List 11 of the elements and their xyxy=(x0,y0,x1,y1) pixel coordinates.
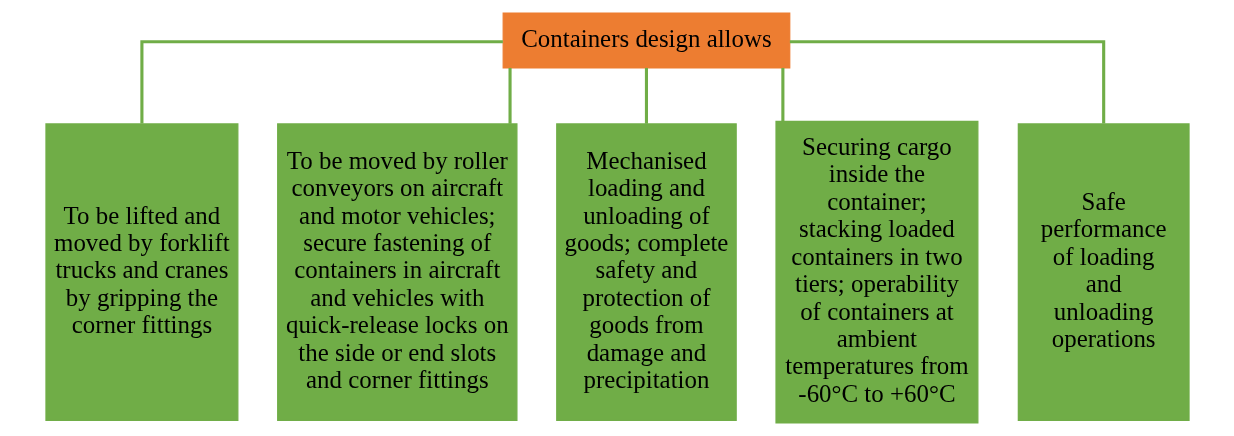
connector xyxy=(780,67,784,122)
node-box: To be moved by roller conveyors on aircraft and motor vehicles; secure fastening of containers in aircraft and vehicles with quick-release locks on the side or end slots and corner fittings xyxy=(276,123,518,422)
node-box: Securing cargo inside the container; stacking loaded containers in two tiers; operability of containers at ambient temperatures from -60°C to +60°C xyxy=(774,120,978,424)
node-box: Safe performance of loading and unloading operations xyxy=(1017,123,1190,422)
node-box: Mechanised loading and unloading of goods; complete safety and protection of goods from damage and precipitation xyxy=(555,123,737,422)
connector xyxy=(789,40,1105,124)
node-box: To be lifted and moved by forklift trucks and cranes by gripping the corner fittings xyxy=(44,123,238,422)
connector xyxy=(139,40,503,124)
node-box: Containers design allows xyxy=(502,12,790,69)
connector xyxy=(508,67,512,124)
connector xyxy=(644,67,648,124)
